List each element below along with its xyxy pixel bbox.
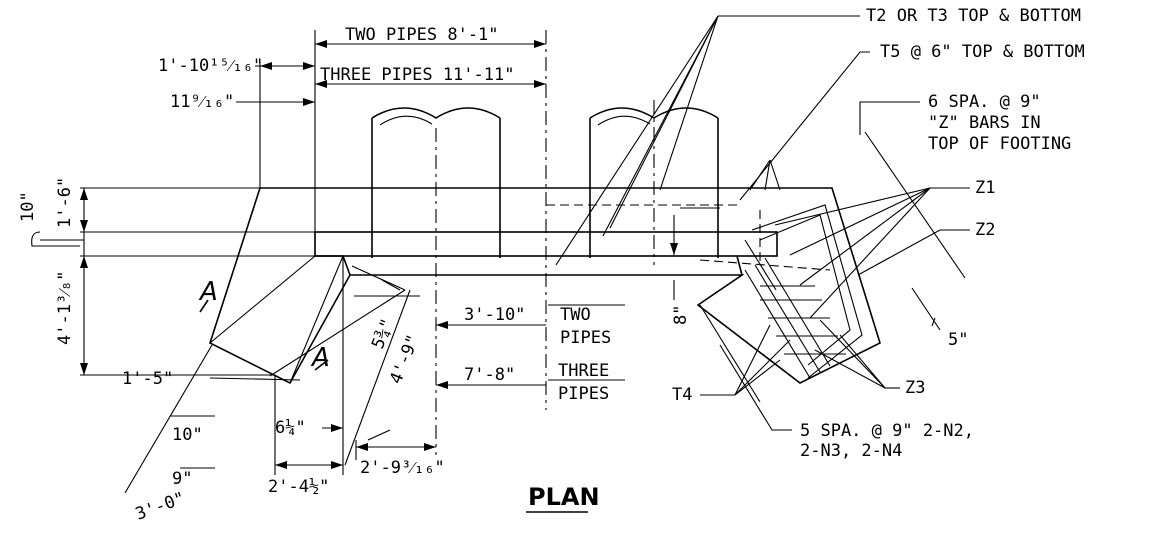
label-dim-10: 10" [18,191,38,222]
label-6spa-3: TOP OF FOOTING [928,134,1071,154]
label-dim-5: 5" [948,330,968,350]
label-pipes-b: PIPES [558,384,609,404]
label-section-a1: A [198,277,218,307]
label-three-pipes-top: THREE PIPES 11'-11" [320,65,514,85]
label-z1: Z1 [975,178,995,198]
label-t5: T5 @ 6" TOP & BOTTOM [880,42,1085,62]
label-dim-1-5: 1'-5" [122,369,173,389]
label-z3: Z3 [905,378,925,398]
leader-lines [31,15,970,431]
label-1-10: 1'-10¹⁵⁄₁₆" [158,56,263,76]
label-dim-3-10: 3'-10" [464,305,525,325]
label-6spa-1: 6 SPA. @ 9" [928,92,1041,112]
label-dim-9: 9" [172,469,192,489]
label-two-pipes-top: TWO PIPES 8'-1" [345,25,499,45]
label-t4: T4 [672,385,692,405]
label-z2: Z2 [975,220,995,240]
label-dim-2-4: 2'-4½" [268,477,329,497]
label-dim-2-9: 2'-9³⁄₁₆" [360,458,445,478]
label-dim-6-1-4: 6¼" [275,418,306,438]
label-11-9: 11⁹⁄₁₆" [170,92,234,112]
label-dim-8: 8" [671,305,691,325]
label-two: TWO [560,305,591,325]
section-markers [199,299,329,371]
label-plan: PLAN [528,483,600,511]
label-dim-5-3-4: 5¾" [368,316,398,352]
label-dim-1-6: 1'-6" [55,177,75,228]
label-dim-7-8: 7'-8" [464,365,515,385]
label-6spa-2: "Z" BARS IN [928,113,1041,133]
label-section-a2: A [310,343,330,373]
label-5spa-2: 2-N3, 2-N4 [800,441,902,461]
label-dim-3-0: 3'-0" [133,488,188,524]
label-three: THREE [558,361,609,381]
label-t2-t3: T2 OR T3 TOP & BOTTOM [866,6,1081,26]
center-lines [435,30,832,455]
extension-lines [80,30,625,475]
label-dim-10b: 10" [172,425,203,445]
label-5spa-1: 5 SPA. @ 9" 2-N2, [800,421,974,441]
label-pipes-a: PIPES [560,328,611,348]
label-dim-4-1: 4'-1³⁄₈" [55,271,75,345]
